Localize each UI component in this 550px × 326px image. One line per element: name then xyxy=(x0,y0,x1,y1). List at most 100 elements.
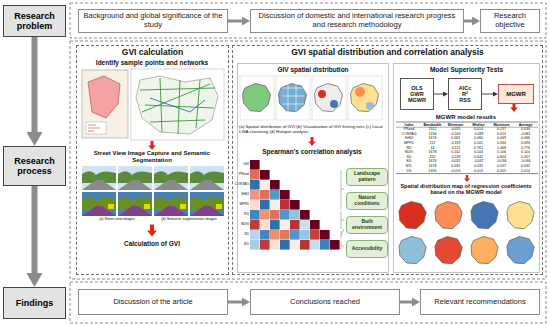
coefficient-maps xyxy=(507,236,534,263)
flow-arrow xyxy=(228,20,242,23)
dashed-frame xyxy=(70,3,546,38)
heatmap-cell xyxy=(280,240,290,250)
box-text: Research process xyxy=(6,156,63,177)
dashed-frame xyxy=(70,3,546,323)
table-rule xyxy=(396,122,538,174)
table-cell: 0.014 xyxy=(467,127,490,131)
heatmap-cell xyxy=(250,170,260,180)
panel-heading: GVI spatial distribution and correlation… xyxy=(291,48,484,58)
flow-arrow xyxy=(228,301,242,304)
axis-label: RD xyxy=(234,213,249,217)
table-cell: 1676 xyxy=(421,136,444,140)
heatmap-cell xyxy=(290,200,300,210)
red-arrow xyxy=(148,141,156,150)
heatmap-cell xyxy=(290,240,300,250)
coefficient-maps xyxy=(399,201,426,228)
dashed-frame xyxy=(70,282,546,323)
box-text: GWR xyxy=(410,91,423,97)
table-cell: 0.334 xyxy=(490,141,513,145)
table-cell: 0.035 xyxy=(513,164,538,168)
heatmap-cell xyxy=(250,180,260,190)
street-view-images xyxy=(82,166,224,216)
box-text: Natural conditions xyxy=(348,195,386,207)
heatmap-cell xyxy=(250,200,260,210)
table-cell: 0.042 xyxy=(467,155,490,159)
process-box: Background and global significance of th… xyxy=(78,9,228,33)
table-cell: 0.066 xyxy=(467,136,490,140)
box-text: RSS xyxy=(459,97,470,103)
annotation-text: Street View Image Capture and Semantic S… xyxy=(80,150,224,164)
heatmap-cell xyxy=(290,210,300,220)
gvi-maps xyxy=(330,100,338,108)
road-network-map xyxy=(131,69,224,140)
axis-label: CONTAG xyxy=(234,183,249,187)
flow-arrow xyxy=(32,37,38,132)
coefficient-maps xyxy=(435,201,462,228)
gvi-maps xyxy=(240,76,274,120)
heatmap-cell xyxy=(290,220,300,230)
table-cell: 0.066 xyxy=(513,136,538,140)
coefficient-maps xyxy=(399,201,534,263)
box-text: Discussion of the article xyxy=(113,298,192,307)
heatmap-cell xyxy=(310,230,320,240)
heatmap-cell xyxy=(250,210,260,220)
table-cell: 0.030 xyxy=(513,127,538,131)
street-view-images xyxy=(154,166,188,190)
heatmap-cell xyxy=(270,180,280,190)
process-box: Conclusions reached xyxy=(250,289,400,315)
table-cell: DS xyxy=(397,169,421,173)
road-network-map xyxy=(150,98,205,112)
heatmap-cell xyxy=(280,230,290,240)
heatmap-cell xyxy=(310,240,320,250)
table-cell: 0.014 xyxy=(513,169,538,173)
result-box: MGWR xyxy=(498,84,534,104)
table-cell: Bandwidth xyxy=(421,123,444,127)
heatmap-cell xyxy=(260,210,270,220)
table-cell: -0.046 xyxy=(513,159,538,163)
table-cell: 0.604 xyxy=(490,155,513,159)
gvi-maps xyxy=(243,84,271,112)
annotation-text: MGWR model results xyxy=(394,114,538,121)
table-cell: 0.106 xyxy=(490,150,513,154)
heatmap-cell xyxy=(250,240,260,250)
sub-panel: Model Superiority TestsOLSGWRMGWRAICcR²R… xyxy=(393,63,540,273)
axis-label: GVI xyxy=(234,163,249,167)
table-cell: 0.101 xyxy=(467,141,490,145)
box-text: Built environment xyxy=(348,219,386,231)
heatmap-cell xyxy=(300,230,310,240)
process-box: Relevant recommendations xyxy=(420,289,540,315)
heatmap-cell xyxy=(270,240,280,250)
heatmap-cell xyxy=(260,220,270,230)
table-cell: 0.057 xyxy=(513,155,538,159)
box-text: OLS xyxy=(411,85,422,91)
heatmap-cell xyxy=(270,200,280,210)
street-view-images xyxy=(82,166,116,190)
flow-arrow xyxy=(32,186,38,273)
heatmap-cell xyxy=(280,220,290,230)
annotation-text: Spatial distribution map of regression c… xyxy=(394,183,538,196)
gvi-maps xyxy=(366,102,374,110)
panel-heading: GVI calculation xyxy=(122,48,183,58)
table-cell: SD xyxy=(397,155,421,159)
heatmap-cell xyxy=(280,210,290,220)
table-cell: 0.104 xyxy=(467,150,490,154)
table-cell: 222 xyxy=(421,141,444,145)
gvi-maps xyxy=(312,76,346,120)
box-text: Accessibility xyxy=(352,246,383,252)
table-cell: 0.102 xyxy=(444,150,467,154)
box-text: Research problem xyxy=(6,11,63,32)
study-area-map xyxy=(82,70,128,138)
red-arrow xyxy=(464,175,470,182)
axis-label: NDVI xyxy=(234,223,249,227)
table-cell: NDVI xyxy=(397,150,421,154)
gvi-maps xyxy=(240,76,382,120)
table-cell: 1678 xyxy=(421,164,444,168)
box-text: Research objective xyxy=(484,12,536,29)
red-arrow xyxy=(308,137,316,146)
table-cell: 44 xyxy=(421,146,444,150)
gvi-maps xyxy=(318,90,326,98)
coefficient-maps xyxy=(507,201,534,228)
gvi-maps xyxy=(355,87,365,97)
table-cell: 1.468 xyxy=(490,146,513,150)
heatmap-cell xyxy=(300,210,310,220)
